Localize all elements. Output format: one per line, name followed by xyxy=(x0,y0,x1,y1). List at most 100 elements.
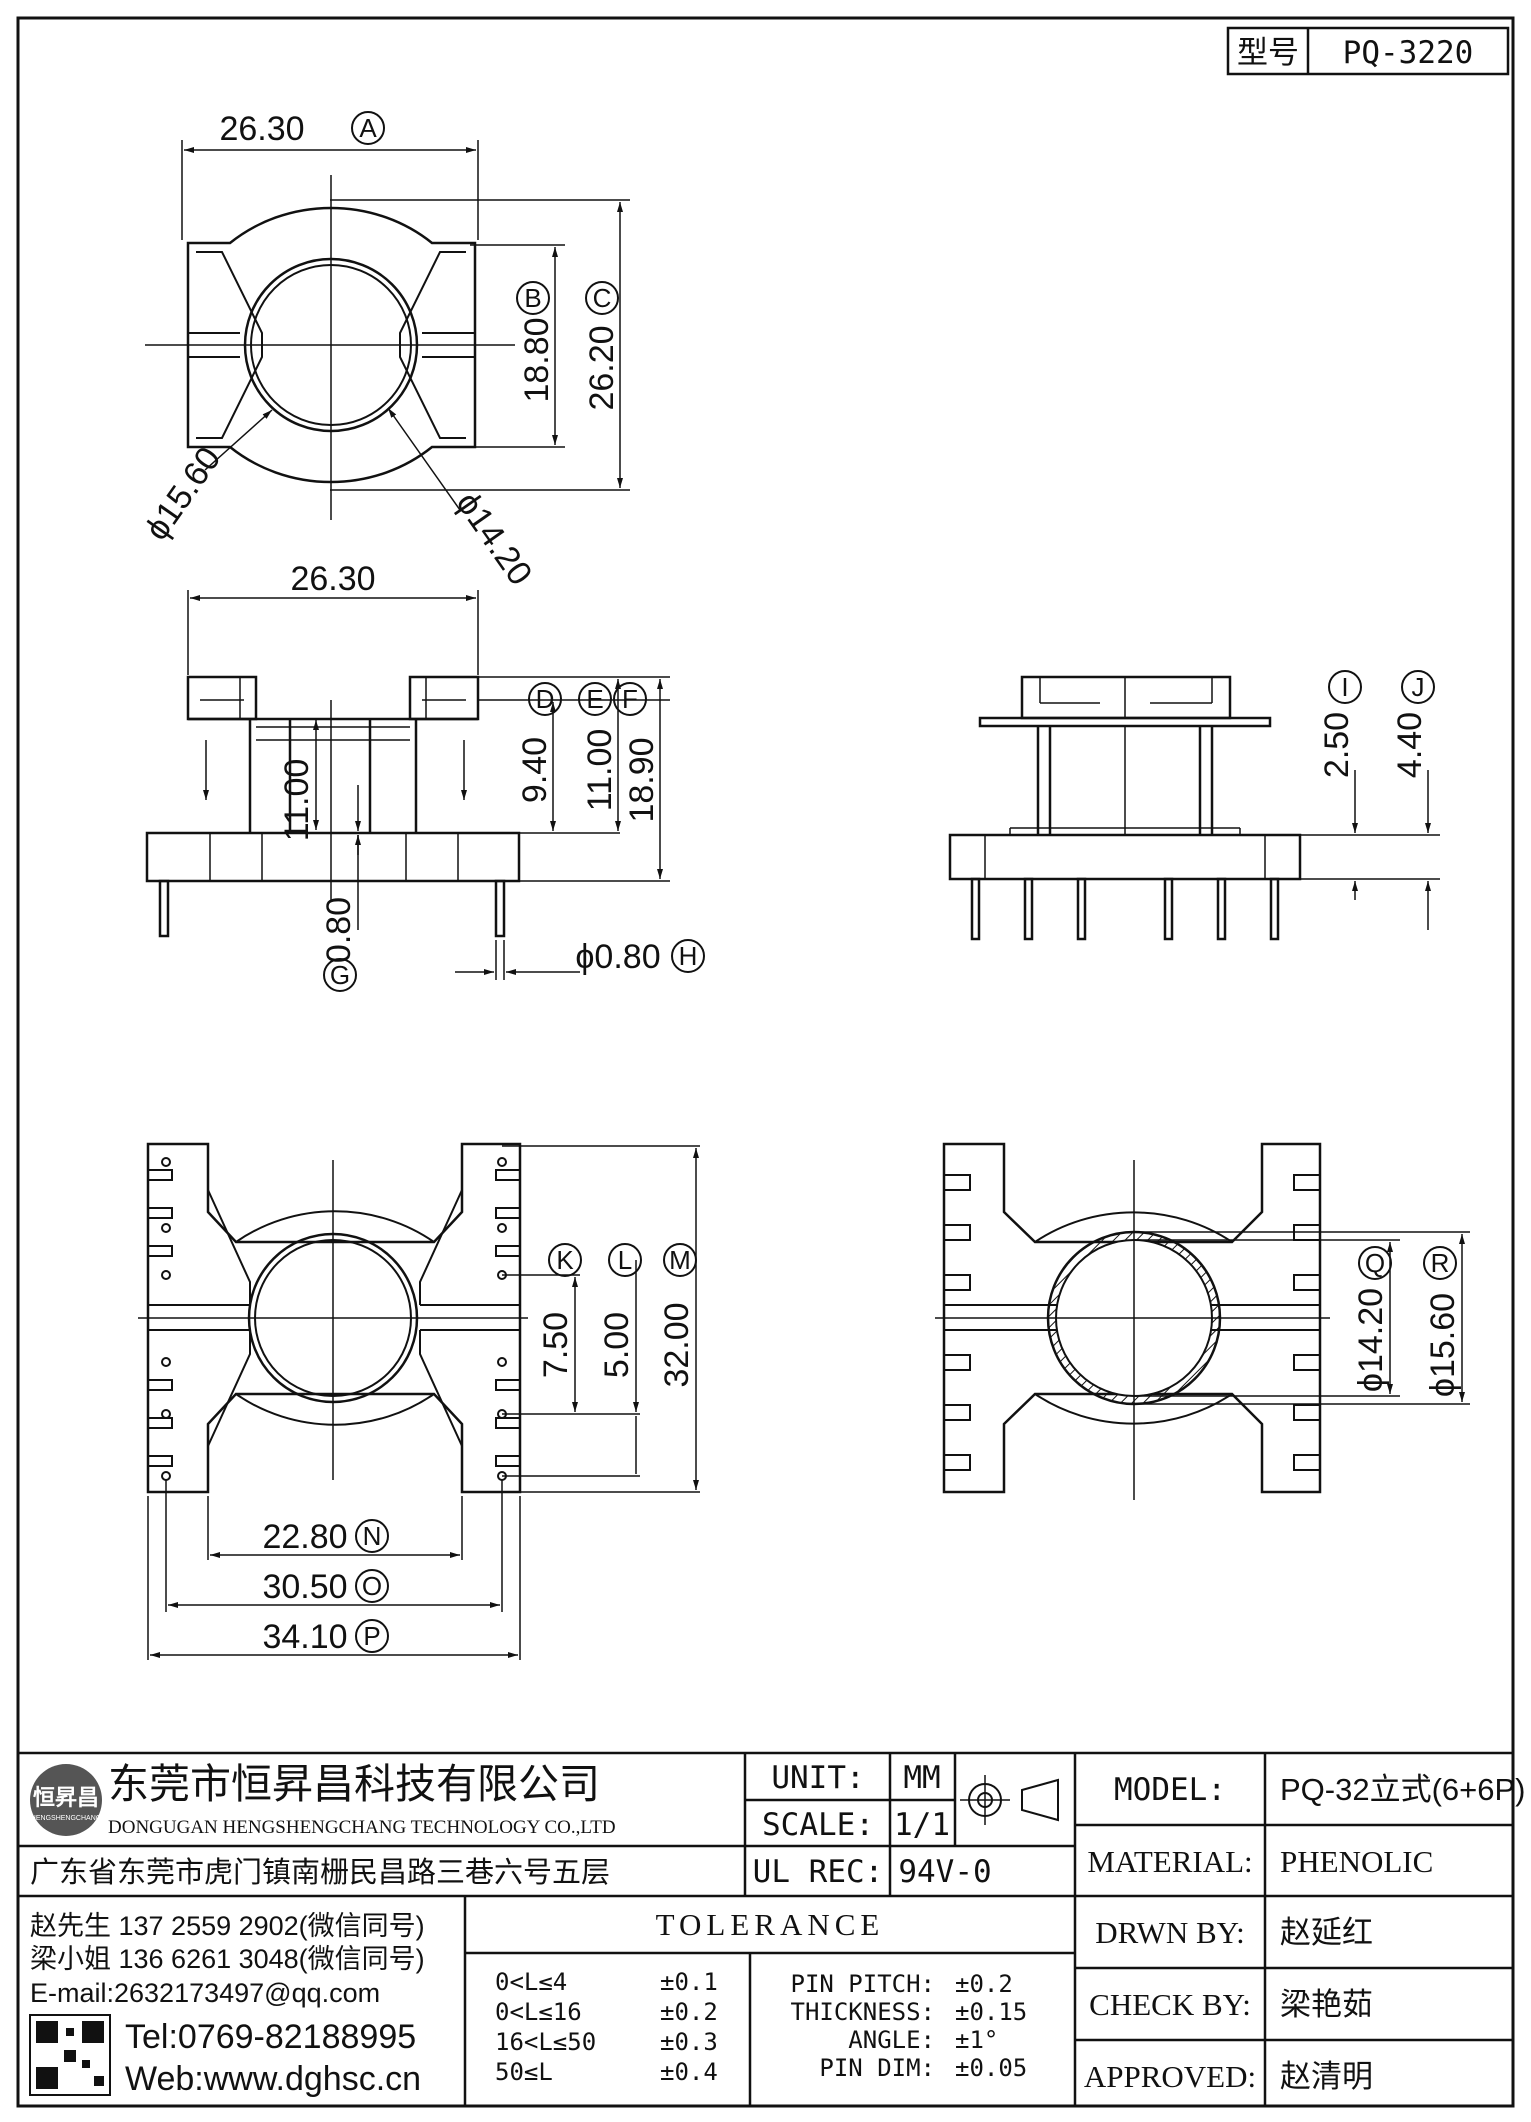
bottom-view-2 xyxy=(935,1142,1470,1500)
dim-e-id: E xyxy=(586,684,603,714)
pin-tolerance-value: ±0.15 xyxy=(955,1998,1027,2026)
tolerance-title: TOLERANCE xyxy=(656,1907,885,1942)
dim-f-value: 18.90 xyxy=(623,737,661,822)
dim-r-value: ϕ15.60 xyxy=(1424,1293,1462,1397)
top-view xyxy=(145,140,630,520)
dim-b-id: B xyxy=(524,283,541,313)
dim-h-id: H xyxy=(679,941,698,971)
svg-text:恒昇昌: 恒昇昌 xyxy=(33,1785,99,1810)
unit-value: MM xyxy=(903,1760,940,1796)
bottom-view xyxy=(138,1142,700,1660)
dim-j-id: J xyxy=(1412,672,1425,702)
bottom-view-dims: K L M 7.50 5.00 32.00 22.80 N 30.50 O 34… xyxy=(262,1243,697,1656)
pin-tolerance-table: PIN PITCH:±0.2THICKNESS:±0.15ANGLE:±1°PI… xyxy=(791,1970,1028,2082)
tolerance-table: 0<L≤4 ±0.1 0<L≤16 ±0.2 16<L≤50 ±0.3 50≤L ±0.4 xyxy=(495,1968,718,2086)
scale-value: 1/1 xyxy=(894,1807,950,1843)
tolerance-value: ±0.3 xyxy=(660,2028,718,2056)
dim-c-id: C xyxy=(593,283,612,313)
tolerance-range: 50≤L xyxy=(495,2058,553,2086)
scale-label: SCALE: xyxy=(762,1807,874,1843)
tolerance-range: 16<L≤50 xyxy=(495,2028,596,2056)
material-value: PHENOLIC xyxy=(1280,1844,1433,1879)
drawn-by-value: 赵延红 xyxy=(1280,1915,1373,1950)
company-address: 广东省东莞市虎门镇南栅民昌路三巷六号五层 xyxy=(30,1856,610,1889)
tolerance-value: ±0.1 xyxy=(660,1968,718,1996)
part-number-label: 型号 xyxy=(1237,35,1299,70)
qr-code xyxy=(29,2014,111,2096)
model-value: PQ-32立式(6+6P) xyxy=(1280,1772,1526,1807)
dim-i-id: I xyxy=(1341,672,1348,702)
company-name-en: DONGUGAN HENGSHENGCHANG TECHNOLOGY CO.,L… xyxy=(108,1817,616,1838)
dim-q-value: ϕ14.20 xyxy=(1352,1288,1390,1392)
bottom-view-2-dims: Q R ϕ14.20 ϕ15.60 xyxy=(1352,1246,1462,1397)
approved-label: APPROVED: xyxy=(1084,2059,1256,2094)
title-block-text: 恒昇昌 HENGSHENGCHANG 东莞市恒昇昌科技有限公司 DONGUGAN… xyxy=(29,1760,1526,2098)
contact-1: 赵先生 137 2559 2902(微信同号) xyxy=(30,1911,425,1941)
dim-d-id: D xyxy=(536,684,555,714)
pin-tolerance-label: THICKNESS: xyxy=(791,1998,936,2026)
contact-2: 梁小姐 136 6261 3048(微信同号) xyxy=(30,1944,425,1974)
side-view-dims: I 2.50 J 4.40 xyxy=(1318,670,1435,778)
company-logo: 恒昇昌 HENGSHENGCHANG xyxy=(30,1764,102,1836)
dim-b-value: 18.80 xyxy=(518,317,556,402)
dim-c-value: 26.20 xyxy=(583,325,621,410)
dim-o-id: O xyxy=(362,1571,382,1601)
dim-q-id: Q xyxy=(1365,1248,1385,1278)
dim-k-value: 7.50 xyxy=(537,1312,575,1378)
drawn-by-label: DRWN BY: xyxy=(1095,1915,1245,1950)
side-view xyxy=(948,675,1440,941)
dim-n-id: N xyxy=(363,1521,382,1551)
dim-h-value: ϕ0.80 xyxy=(575,938,660,976)
check-by-value: 梁艳茹 xyxy=(1280,1987,1373,2022)
ul-label: UL REC: xyxy=(753,1854,884,1890)
company-name-cn: 东莞市恒昇昌科技有限公司 xyxy=(108,1761,600,1807)
dim-m-value: 32.00 xyxy=(658,1302,696,1387)
dim-m-id: M xyxy=(669,1245,691,1275)
email: E-mail:2632173497@qq.com xyxy=(30,1978,380,2008)
title-block xyxy=(18,1751,1513,2106)
dim-outer-diameter: ϕ15.60 xyxy=(138,440,229,547)
dim-i-value: 2.50 xyxy=(1318,712,1356,778)
ul-value: 94V-0 xyxy=(898,1854,991,1890)
dim-p-id: P xyxy=(363,1621,380,1651)
tolerance-value: ±0.2 xyxy=(660,1998,718,2026)
model-label: MODEL: xyxy=(1114,1772,1226,1808)
dim-l-value: 5.00 xyxy=(598,1312,636,1378)
dim-front-width: 26.30 xyxy=(290,560,375,598)
material-label: MATERIAL: xyxy=(1087,1844,1252,1879)
part-number-box: 型号 PQ-3220 xyxy=(1226,26,1510,76)
dim-core-height: 11.00 xyxy=(278,759,316,842)
dim-f-id: F xyxy=(622,684,638,714)
pin-tolerance-label: PIN DIM: xyxy=(819,2054,935,2082)
check-by-label: CHECK BY: xyxy=(1089,1987,1251,2022)
website: Web:www.dghsc.cn xyxy=(125,2060,421,2098)
pin-tolerance-value: ±1° xyxy=(955,2026,998,2054)
dim-d-value: 9.40 xyxy=(516,737,554,803)
dim-g-id: G xyxy=(330,960,350,990)
dim-k-id: K xyxy=(556,1245,574,1275)
dim-a-value: 26.30 xyxy=(219,110,304,148)
pin-tolerance-value: ±0.05 xyxy=(955,2054,1027,2082)
telephone: Tel:0769-82188995 xyxy=(125,2018,416,2056)
dim-a-id: A xyxy=(359,113,377,143)
tolerance-range: 0<L≤16 xyxy=(495,1998,582,2026)
dim-inner-diameter: ϕ14.20 xyxy=(449,485,540,592)
pin-tolerance-label: PIN PITCH: xyxy=(791,1970,936,1998)
top-view-dims: 26.30 A 18.80 B 26.20 C ϕ15.60 ϕ14.20 xyxy=(138,110,621,592)
pin-tolerance-value: ±0.2 xyxy=(955,1970,1013,1998)
part-number-value: PQ-3220 xyxy=(1343,35,1474,71)
front-view xyxy=(145,590,670,980)
dim-g-value: 0.80 xyxy=(320,897,358,963)
dim-j-value: 4.40 xyxy=(1391,712,1429,778)
tolerance-range: 0<L≤4 xyxy=(495,1968,567,1996)
svg-text:HENGSHENGCHANG: HENGSHENGCHANG xyxy=(31,1815,101,1822)
dim-e-value: 11.00 xyxy=(581,729,619,812)
dim-l-id: L xyxy=(618,1245,632,1275)
sheet-border xyxy=(16,16,1515,2108)
tolerance-value: ±0.4 xyxy=(660,2058,718,2086)
front-view-dims: 26.30 D E F 11.00 9.40 11.00 18.90 0.80 … xyxy=(278,560,705,992)
dim-p-value: 34.10 xyxy=(262,1618,347,1656)
unit-label: UNIT: xyxy=(771,1760,864,1796)
dim-r-id: R xyxy=(1431,1248,1450,1278)
